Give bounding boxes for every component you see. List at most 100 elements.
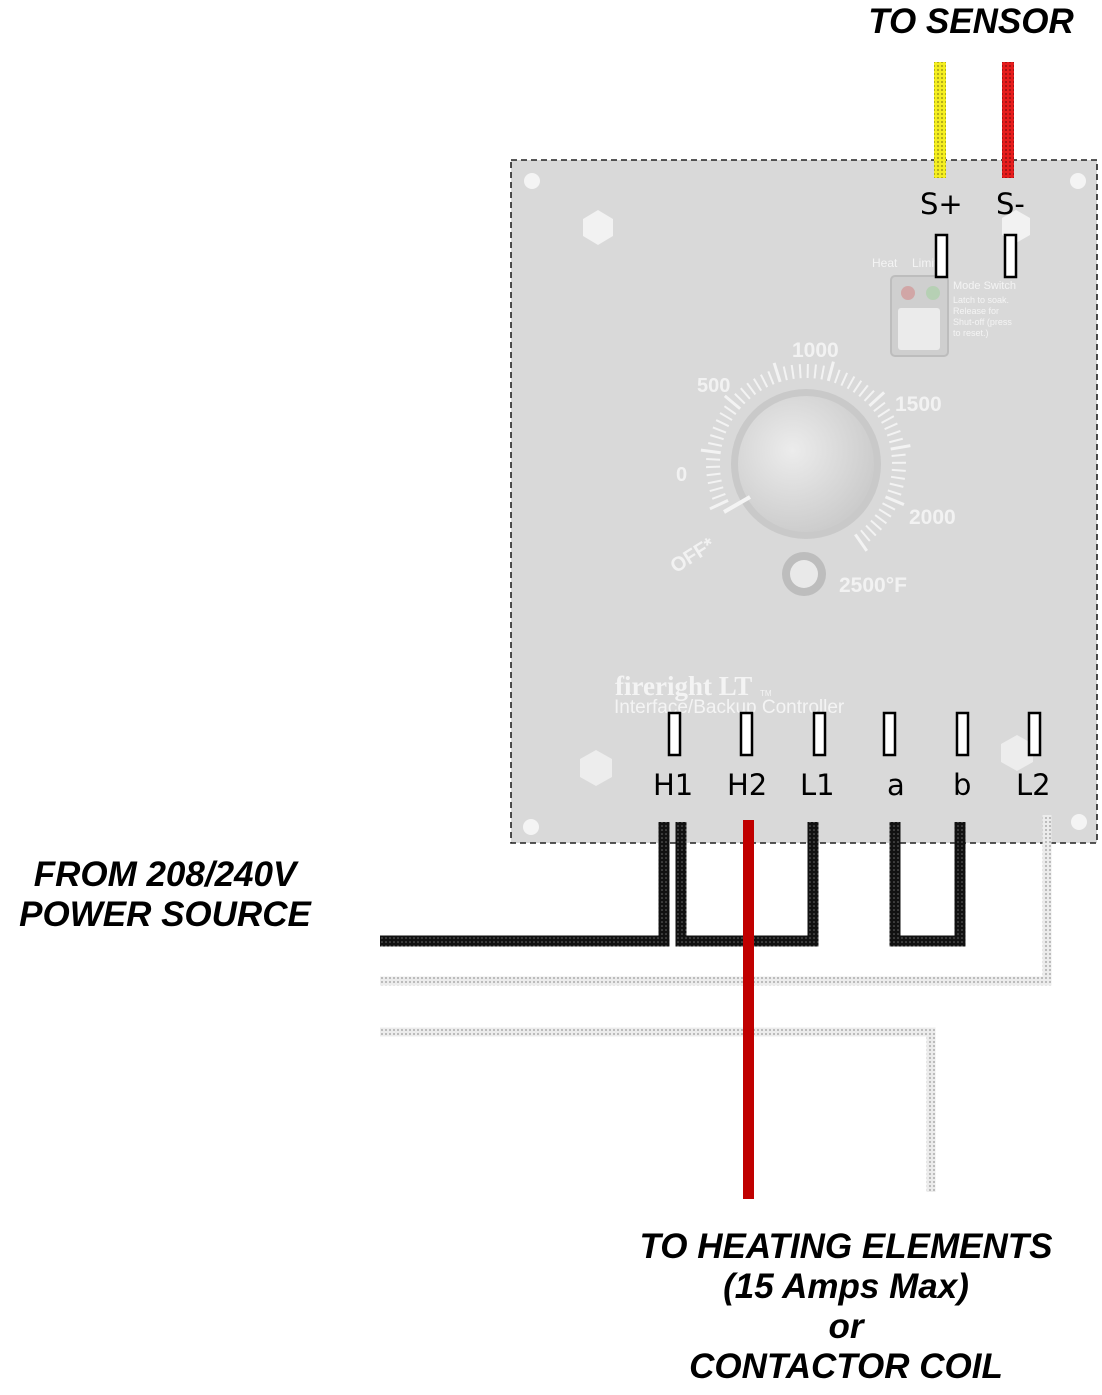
hex-screw-bottom-right bbox=[1001, 735, 1033, 771]
sensor-terminals: S+ S- bbox=[920, 187, 1025, 279]
power-source-label-line1: FROM 208/240V bbox=[33, 855, 297, 894]
mount-hole-top-left bbox=[524, 173, 540, 189]
mode-switch-title: Mode Switch bbox=[953, 280, 1016, 292]
dial-tick bbox=[852, 380, 863, 393]
line-hot-wire-h1 bbox=[380, 822, 670, 947]
dial-tick bbox=[709, 486, 724, 493]
dial-tick bbox=[708, 441, 723, 447]
mount-hole-bottom-right bbox=[1071, 814, 1087, 830]
terminal-label-l2: L2 bbox=[1016, 768, 1051, 802]
mount-hole-bottom-left bbox=[523, 819, 539, 835]
dial-tick bbox=[826, 361, 835, 382]
dial-tick bbox=[888, 437, 904, 444]
mode-switch-desc-2: Release for bbox=[953, 306, 999, 316]
dial-tick bbox=[798, 364, 802, 379]
terminal-label-h1: H1 bbox=[653, 768, 693, 802]
dial-set-screw bbox=[790, 560, 818, 588]
dial-tick bbox=[753, 378, 763, 392]
dial-tick bbox=[873, 401, 886, 413]
dial-tick bbox=[891, 453, 906, 457]
neutral-wire-load bbox=[380, 1027, 936, 1192]
indicator-limit-label: Limit bbox=[912, 256, 938, 270]
terminal-b bbox=[955, 711, 970, 757]
terminal-label-b: b bbox=[953, 768, 971, 802]
dial-tick bbox=[840, 372, 849, 387]
power-terminals: H1 H2 L1 a b L2 bbox=[653, 711, 1051, 802]
power-source-label: FROM 208/240V POWER SOURCE bbox=[0, 855, 330, 935]
controller-panel: Heat Limit Mode Switch Latch to soak. Re… bbox=[510, 159, 1098, 844]
dial-tick bbox=[790, 364, 795, 380]
dial-tick bbox=[711, 492, 726, 500]
dial-tick bbox=[891, 468, 906, 472]
dial-tick bbox=[865, 524, 877, 537]
dial-tick bbox=[746, 382, 757, 396]
dial-tick bbox=[734, 393, 746, 405]
dial-tick bbox=[707, 479, 722, 485]
heating-label-line4: CONTACTOR COIL bbox=[689, 1347, 1003, 1386]
panel-brand-tm: TM bbox=[760, 689, 772, 698]
terminal-h2 bbox=[739, 711, 754, 757]
dial-tick bbox=[884, 495, 905, 506]
dial-tick bbox=[854, 533, 869, 552]
dial-label-1500: 1500 bbox=[895, 393, 942, 416]
dial-tick bbox=[700, 448, 721, 455]
heating-label-line2: (15 Amps Max) bbox=[723, 1267, 969, 1306]
jumper-wire-a-b bbox=[889, 822, 966, 947]
limit-indicator-light bbox=[926, 286, 940, 300]
load-wire-h2 bbox=[743, 820, 754, 1199]
mode-switch-desc-3: Shut-off (press bbox=[953, 317, 1012, 327]
dial-tick bbox=[723, 394, 742, 410]
mode-switch-desc-4: to reset.) bbox=[953, 328, 989, 338]
dial-tick bbox=[820, 365, 825, 380]
dial-tick bbox=[782, 366, 788, 381]
neutral-wire-l2 bbox=[380, 815, 1052, 986]
terminal-label-a: a bbox=[887, 768, 905, 802]
terminal-label-s-plus: S+ bbox=[920, 187, 963, 221]
terminal-s-minus bbox=[1003, 233, 1018, 279]
dial-tick bbox=[890, 475, 906, 480]
heating-label-line3: or bbox=[828, 1307, 864, 1346]
dial-tick bbox=[833, 369, 841, 384]
indicator-heat-label: Heat bbox=[872, 256, 898, 270]
dial-tick bbox=[882, 502, 896, 511]
dial-tick bbox=[846, 375, 856, 390]
dial-tick bbox=[889, 482, 904, 488]
dial-tick bbox=[709, 434, 724, 441]
dial-tick bbox=[858, 384, 869, 398]
dial-tick bbox=[706, 458, 721, 461]
dial-tick bbox=[890, 444, 911, 451]
dial-tick-marks bbox=[700, 361, 911, 552]
dial-tick bbox=[740, 387, 751, 400]
to-sensor-label: TO SENSOR bbox=[868, 2, 1074, 41]
dial-tick bbox=[886, 430, 901, 437]
dial-tick bbox=[870, 519, 883, 531]
terminal-h1 bbox=[667, 711, 682, 757]
dial-label-0: 0 bbox=[676, 464, 687, 486]
temperature-dial: OFF* 0 500 1000 1500 2000 2500°F bbox=[667, 339, 956, 597]
power-source-label-line2: POWER SOURCE bbox=[19, 895, 311, 934]
dial-tick bbox=[874, 514, 888, 525]
terminal-label-l1: L1 bbox=[800, 768, 835, 802]
dial-tick bbox=[706, 472, 721, 477]
dial-tick bbox=[887, 489, 902, 496]
dial-label-500: 500 bbox=[697, 375, 730, 397]
sensor-negative-wire bbox=[1002, 62, 1014, 178]
dial-tick bbox=[767, 370, 775, 385]
dial-pointer bbox=[723, 495, 751, 514]
heat-indicator-light bbox=[901, 286, 915, 300]
mount-hole-top-right bbox=[1070, 173, 1086, 189]
dial-tick bbox=[863, 390, 875, 402]
dial-tick bbox=[772, 362, 782, 383]
dial-tick bbox=[719, 412, 733, 421]
terminal-label-h2: H2 bbox=[727, 768, 767, 802]
sensor-positive-wire bbox=[934, 62, 946, 178]
terminal-l2 bbox=[1027, 711, 1042, 757]
dial-tick bbox=[715, 419, 730, 428]
dial-knob bbox=[738, 396, 874, 532]
panel-subtitle: Interface/Backup Controller bbox=[614, 697, 845, 718]
dial-tick bbox=[760, 374, 769, 388]
dial-tick bbox=[709, 498, 729, 511]
dial-label-2500: 2500°F bbox=[839, 574, 907, 597]
mode-switch-desc-1: Latch to soak. bbox=[953, 295, 1009, 305]
